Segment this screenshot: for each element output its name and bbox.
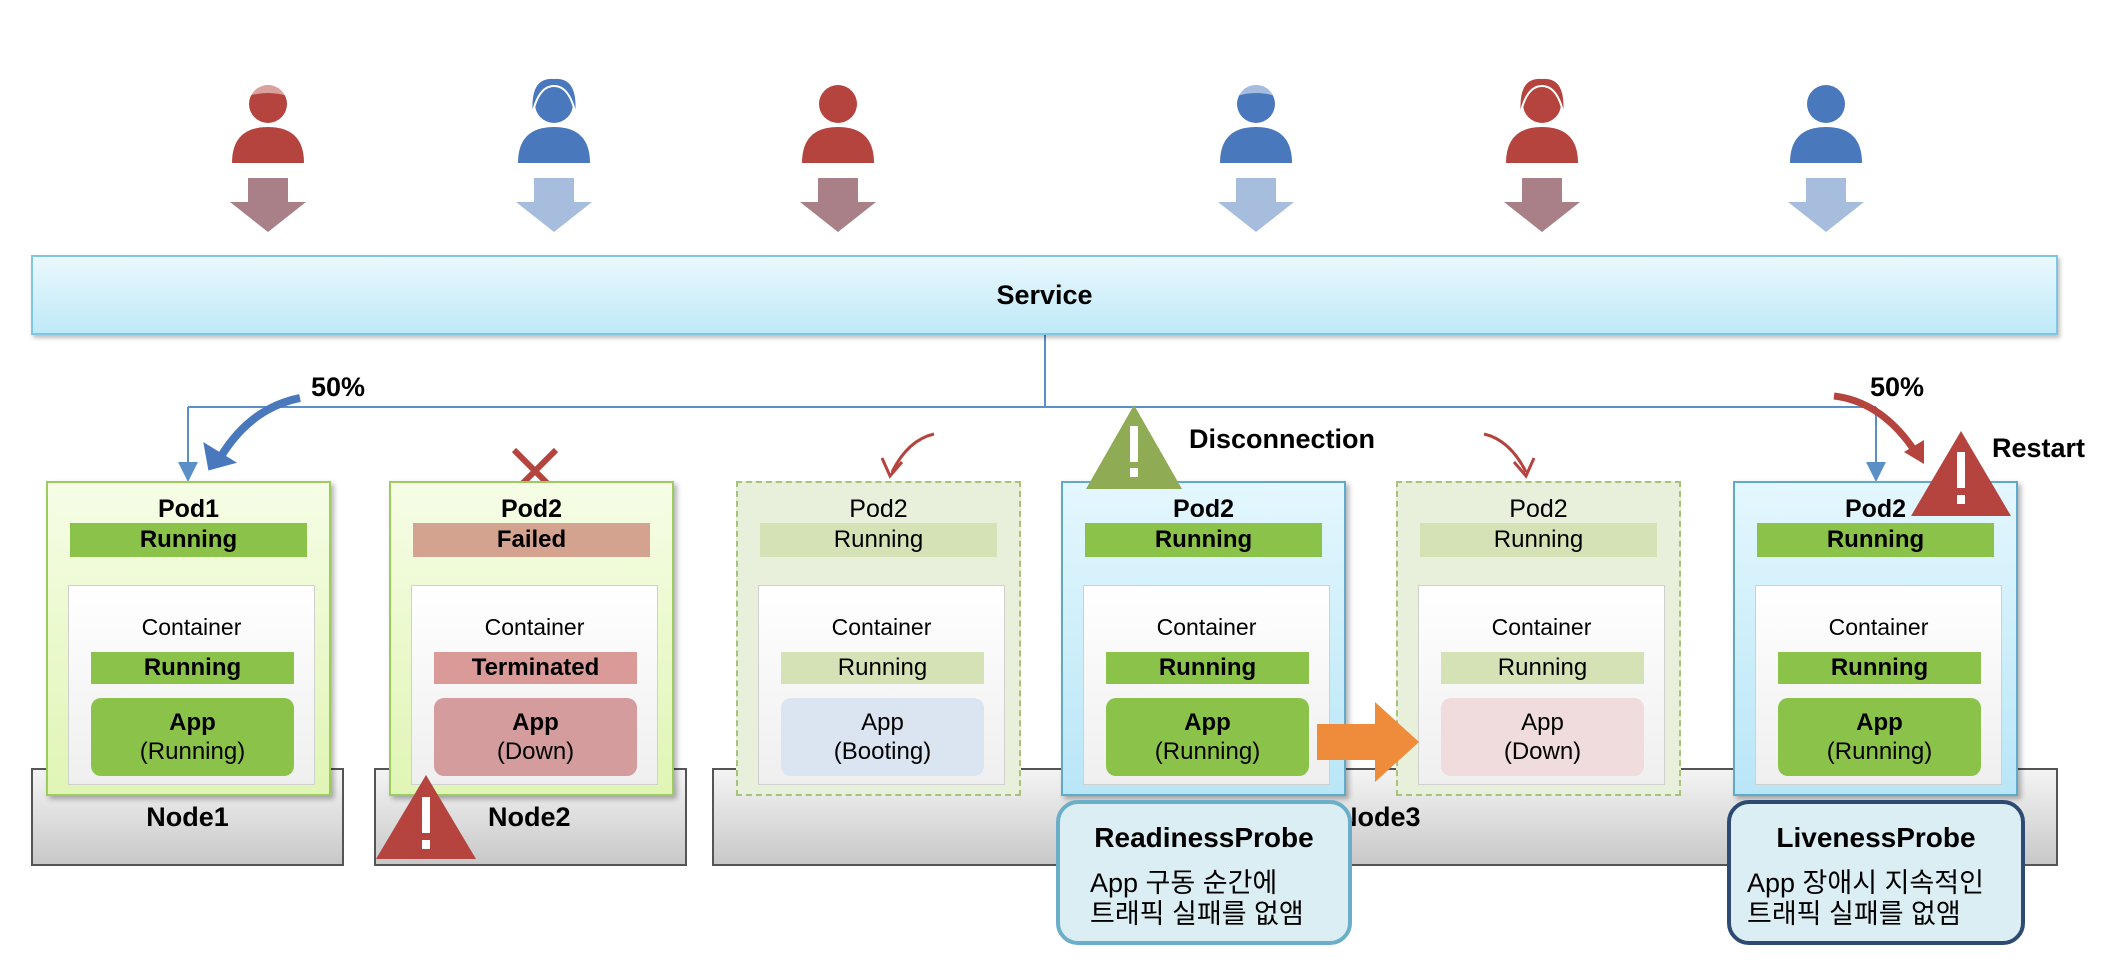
user-icon-4 [1220, 85, 1292, 163]
app-title: App [1856, 709, 1903, 736]
probe-description: App 장애시 지속적인 트래픽 실패를 없앰 [1747, 868, 2021, 930]
node-label: Node2 [488, 802, 571, 832]
warning-icon [376, 775, 476, 859]
probe-title: LivenessProbe [1776, 822, 1976, 853]
service-bar: Service [31, 255, 2058, 335]
app-title: App [1184, 709, 1231, 736]
app-state: (Down) [496, 738, 575, 765]
container-status-badge: Running [1106, 652, 1309, 684]
app-box: App (Down) [434, 698, 637, 776]
container-label: Container [1828, 614, 1929, 640]
pod-1: Pod1 Running Container Running App (Runn… [46, 481, 331, 796]
container-status-badge: Running [781, 652, 984, 684]
container-box: Container Terminated App (Down) [411, 585, 658, 785]
pod-2-failed: Pod2 Failed Container Terminated App (Do… [389, 481, 674, 796]
pod-2-down: Pod2 Running Container Running App (Down… [1396, 481, 1681, 796]
container-box: Container Running App (Running) [68, 585, 315, 785]
app-state: (Down) [1503, 738, 1582, 765]
down-arrow-icon [516, 178, 592, 232]
pod-status-badge: Running [1085, 523, 1322, 557]
container-status-badge: Running [91, 652, 294, 684]
pod-status-badge: Running [70, 523, 307, 557]
curved-arrow-blue-icon [203, 394, 301, 471]
container-label: Container [831, 614, 932, 640]
container-status-badge: Running [1441, 652, 1644, 684]
traffic-percent-right: 50% [1870, 372, 1925, 402]
warning-icon [1086, 405, 1182, 489]
app-box: App (Booting) [781, 698, 984, 776]
node-label: Node1 [146, 801, 229, 832]
down-arrow-icon [1788, 178, 1864, 232]
pod-2-liveness: Pod2 Running Container Running App (Runn… [1733, 481, 2018, 796]
app-box: App (Down) [1441, 698, 1644, 776]
liveness-probe-box: LivenessProbe App 장애시 지속적인 트래픽 실패를 없앰 [1727, 800, 2025, 945]
readiness-probe-box: ReadinessProbe App 구동 순간에 트래픽 실패를 없앰 [1056, 800, 1352, 945]
user-icon-1 [232, 85, 304, 163]
down-arrow-icon [230, 178, 306, 232]
app-title: App [512, 709, 559, 736]
container-box: Container Running App (Running) [1083, 585, 1330, 785]
container-status-badge: Running [1778, 652, 1981, 684]
app-state: (Booting) [833, 738, 932, 765]
pod-status-badge: Running [1757, 523, 1994, 557]
app-box: App (Running) [1106, 698, 1309, 776]
app-title: App [1521, 709, 1564, 736]
probe-description: App 구동 순간에 트래픽 실패를 없앰 [1090, 868, 1348, 930]
container-label: Container [484, 614, 585, 640]
app-title: App [861, 709, 904, 736]
probe-description-line: 트래픽 실패를 없앰 [1747, 899, 1961, 929]
container-label: Container [1491, 614, 1592, 640]
user-icon-5 [1506, 76, 1578, 163]
down-arrow-icon [800, 178, 876, 232]
container-box: Container Running App (Running) [1755, 585, 2002, 785]
probe-title: ReadinessProbe [1094, 822, 1314, 853]
app-state: (Running) [139, 738, 246, 765]
pod-title: Pod2 [500, 495, 563, 523]
pod-title: Pod2 [1509, 495, 1568, 523]
service-label: Service [996, 279, 1093, 310]
pod-status-badge: Failed [413, 523, 650, 557]
probe-description-line: App 구동 순간에 [1090, 868, 1278, 898]
pod-2-readiness: Pod2 Running Container Running App (Runn… [1061, 481, 1346, 796]
pod-status-badge: Running [760, 523, 997, 557]
container-box: Container Running App (Booting) [758, 585, 1005, 785]
small-arrow-left-icon [880, 432, 935, 479]
app-box: App (Running) [91, 698, 294, 776]
app-state: (Running) [1826, 738, 1933, 765]
probe-description-line: App 장애시 지속적인 [1747, 868, 1984, 898]
pod-title: Pod1 [157, 495, 220, 523]
app-box: App (Running) [1778, 698, 1981, 776]
down-arrow-icon [1218, 178, 1294, 232]
traffic-percent-left: 50% [311, 372, 366, 402]
curved-arrow-red-icon [1833, 392, 1924, 464]
app-state: (Running) [1154, 738, 1261, 765]
small-arrow-right-icon [1483, 432, 1536, 479]
container-label: Container [141, 614, 242, 640]
probe-description-line: 트래픽 실패를 없앰 [1090, 899, 1304, 929]
pod-2-booting: Pod2 Running Container Running App (Boot… [736, 481, 1021, 796]
pod-title: Pod2 [1172, 495, 1235, 523]
container-label: Container [1156, 614, 1257, 640]
container-box: Container Running App (Down) [1418, 585, 1665, 785]
pod-title: Pod2 [1844, 495, 1907, 523]
disconnection-label: Disconnection [1189, 424, 1376, 454]
restart-label: Restart [1992, 433, 2086, 463]
traffic-lines [178, 335, 1886, 482]
user-icon-6 [1790, 85, 1862, 163]
warning-icon [1911, 431, 2011, 516]
user-icon-3 [802, 85, 874, 163]
pod-title: Pod2 [849, 495, 908, 523]
pod-status-badge: Running [1420, 523, 1657, 557]
down-arrow-icon [1504, 178, 1580, 232]
user-icon-2 [518, 76, 590, 163]
orange-arrow-icon [1317, 702, 1419, 782]
app-title: App [169, 709, 216, 736]
container-status-badge: Terminated [434, 652, 637, 684]
